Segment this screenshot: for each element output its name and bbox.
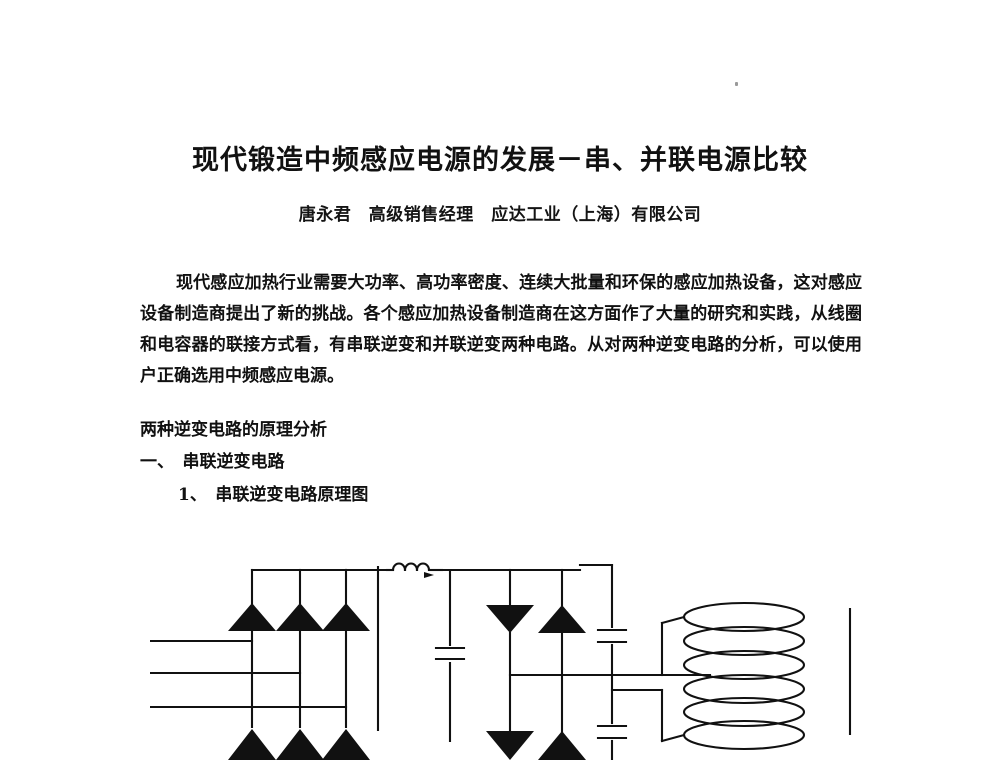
scan-artifact-speck <box>735 82 738 86</box>
choke-arc-1 <box>391 562 407 572</box>
coil-turn-6 <box>682 719 806 751</box>
rect-thyristor-top-2 <box>276 603 324 631</box>
choke-arc-3 <box>415 562 431 572</box>
rect-thyristor-top-1 <box>228 603 276 631</box>
coil-lead-upper-to-turn <box>660 615 686 625</box>
inv-thyristor-top-right <box>538 605 586 633</box>
coil-turn-5 <box>682 696 806 728</box>
inv-thyristor-bottom-left <box>486 731 534 760</box>
rect-thyristor-bottom-2 <box>276 729 324 760</box>
rect-thyristor-top-3 <box>322 603 370 631</box>
inv-thyristor-bottom-right <box>538 731 586 760</box>
coil-turn-1 <box>682 601 806 633</box>
heading-series-circuit-figure: 1、 串联逆变电路原理图 <box>178 485 369 505</box>
author-byline: 唐永君 高级销售经理 应达工业（上海）有限公司 <box>298 205 702 225</box>
inv-thyristor-top-left <box>486 605 534 633</box>
induction-coil-turns <box>682 601 806 751</box>
choke-arc-2 <box>403 562 419 572</box>
coil-turn-4 <box>682 673 806 705</box>
page-title: 现代锻造中频感应电源的发展－串、并联电源比较 <box>192 145 808 176</box>
current-direction-arrow <box>424 572 434 578</box>
heading-principles: 两种逆变电路的原理分析 <box>140 420 327 440</box>
heading-series-circuit: 一、 串联逆变电路 <box>140 452 285 472</box>
circuit-schematic-svg <box>150 562 852 760</box>
rect-thyristor-bottom-1 <box>228 729 276 760</box>
thyristor-symbols <box>228 603 586 760</box>
id1-arrow-head <box>424 572 434 578</box>
series-inverter-circuit-diagram: U11 Ud1 Id1 I11 Ur1 <box>150 545 1000 760</box>
intro-paragraph: 现代感应加热行业需要大功率、高功率密度、连续大批量和环保的感应加热设备，这对感应… <box>140 273 862 386</box>
coil-turn-3 <box>682 649 806 681</box>
coil-turn-2 <box>682 625 806 657</box>
rect-thyristor-bottom-3 <box>322 729 370 760</box>
coil-lead-lower-to-turn <box>660 733 686 743</box>
